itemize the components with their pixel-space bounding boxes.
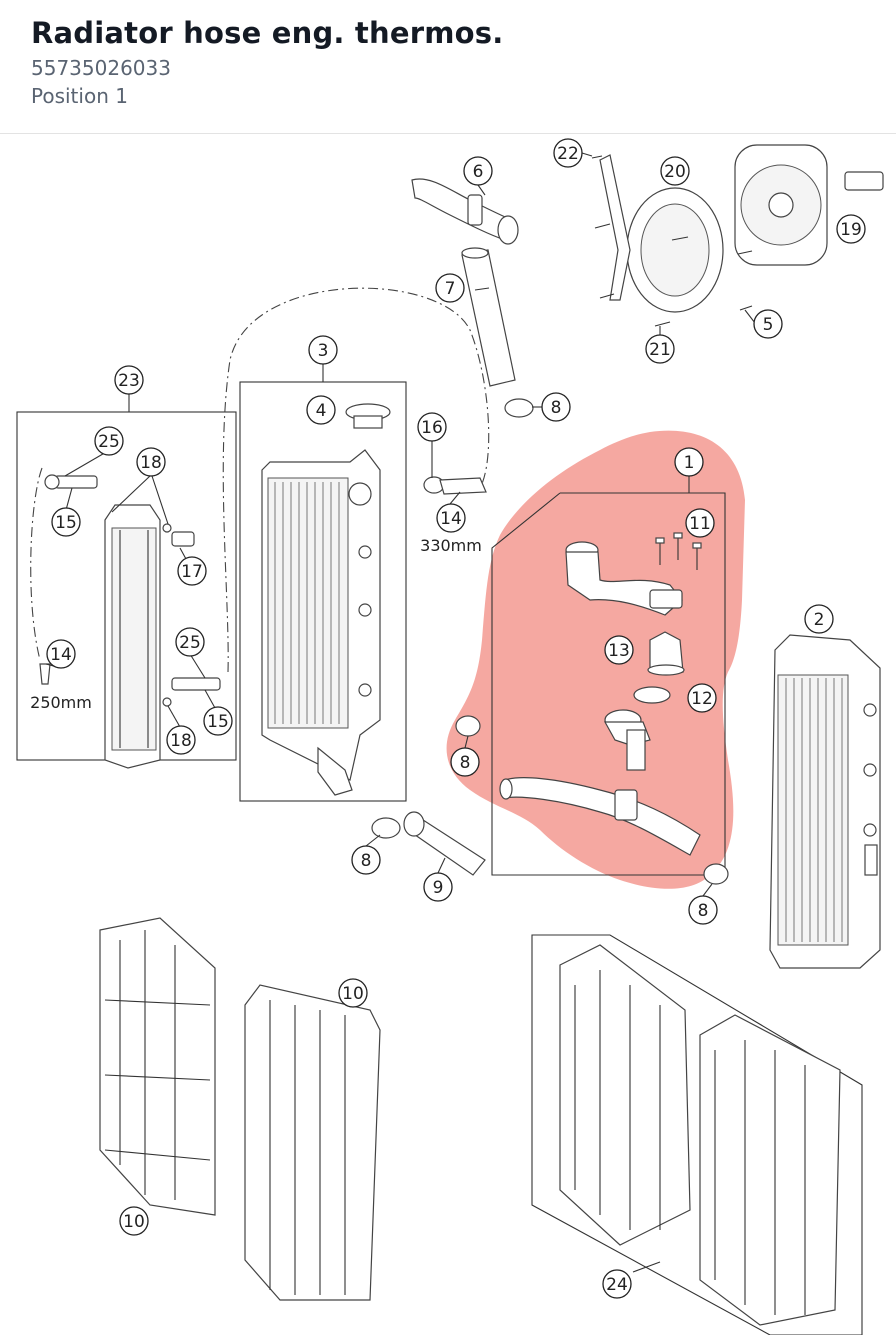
svg-text:10: 10 bbox=[342, 984, 364, 1004]
fan-shroud bbox=[599, 154, 724, 313]
radiator-guard-left bbox=[99, 917, 216, 1216]
callout-11[interactable]: 11 bbox=[685, 508, 715, 538]
hose-upper bbox=[411, 178, 519, 245]
callout-14-right[interactable]: 14 bbox=[436, 503, 466, 533]
group-box-24 bbox=[531, 934, 863, 1335]
callout-13[interactable]: 13 bbox=[604, 635, 634, 665]
callout-8-bottom[interactable]: 8 bbox=[351, 845, 381, 875]
fitting-top bbox=[44, 474, 98, 490]
thermostat-housing-upper bbox=[565, 541, 683, 616]
svg-text:6: 6 bbox=[473, 162, 484, 182]
part-number: 55735026033 bbox=[31, 56, 171, 80]
svg-text:19: 19 bbox=[840, 220, 862, 240]
hose-lower bbox=[499, 777, 701, 856]
callout-10-middle[interactable]: 10 bbox=[338, 978, 368, 1008]
thermostat bbox=[647, 631, 685, 676]
svg-text:9: 9 bbox=[433, 878, 444, 898]
svg-text:13: 13 bbox=[608, 641, 630, 661]
svg-text:14: 14 bbox=[50, 645, 72, 665]
callout-25-bottom[interactable]: 25 bbox=[175, 627, 205, 657]
callout-8-top[interactable]: 8 bbox=[541, 392, 571, 422]
callout-24[interactable]: 24 bbox=[602, 1269, 632, 1299]
callout-10-left[interactable]: 10 bbox=[119, 1206, 149, 1236]
position-label: Position 1 bbox=[31, 84, 128, 108]
callout-2[interactable]: 2 bbox=[804, 604, 834, 634]
radiator-guard-kit bbox=[559, 944, 841, 1326]
pipe bbox=[461, 247, 516, 387]
svg-text:2: 2 bbox=[814, 610, 825, 630]
svg-text:25: 25 bbox=[98, 432, 120, 452]
callout-5[interactable]: 5 bbox=[753, 309, 783, 339]
callout-19[interactable]: 19 bbox=[836, 214, 866, 244]
svg-text:5: 5 bbox=[763, 315, 774, 335]
svg-text:8: 8 bbox=[460, 753, 471, 773]
svg-text:16: 16 bbox=[421, 418, 443, 438]
svg-text:12: 12 bbox=[691, 689, 713, 709]
svg-text:8: 8 bbox=[551, 398, 562, 418]
svg-text:8: 8 bbox=[698, 901, 709, 921]
thermostat-housing-lower bbox=[603, 709, 651, 771]
callout-3[interactable]: 3 bbox=[308, 335, 338, 365]
highlight-region bbox=[446, 430, 745, 889]
callout-8-right[interactable]: 8 bbox=[688, 895, 718, 925]
svg-text:10: 10 bbox=[123, 1212, 145, 1232]
callout-15-top[interactable]: 15 bbox=[51, 507, 81, 537]
svg-text:7: 7 bbox=[445, 279, 456, 299]
callout-8-left[interactable]: 8 bbox=[450, 747, 480, 777]
callout-9[interactable]: 9 bbox=[423, 872, 453, 902]
callout-18-bottom[interactable]: 18 bbox=[166, 725, 196, 755]
radiator-left bbox=[261, 449, 381, 796]
svg-text:17: 17 bbox=[181, 562, 203, 582]
callout-18-top[interactable]: 18 bbox=[136, 447, 166, 477]
group-box-1 bbox=[491, 492, 726, 876]
exploded-parts-diagram: 1 2 3 4 5 6 7 8 8 8 8 9 10 10 11 12 13 1… bbox=[16, 138, 884, 1335]
callout-15-bottom[interactable]: 15 bbox=[203, 706, 233, 736]
svg-text:8: 8 bbox=[361, 851, 372, 871]
callout-12[interactable]: 12 bbox=[687, 683, 717, 713]
svg-text:25: 25 bbox=[179, 633, 201, 653]
callout-20[interactable]: 20 bbox=[660, 156, 690, 186]
callout-6[interactable]: 6 bbox=[463, 156, 493, 186]
page-title: Radiator hose eng. thermos. bbox=[31, 16, 504, 50]
tank-side bbox=[104, 504, 161, 769]
svg-text:22: 22 bbox=[557, 144, 579, 164]
o-ring bbox=[633, 686, 671, 704]
callout-22[interactable]: 22 bbox=[553, 138, 583, 168]
bolts bbox=[655, 532, 702, 570]
cooling-fan bbox=[734, 144, 884, 266]
callout-25-top[interactable]: 25 bbox=[94, 426, 124, 456]
radiator-right bbox=[769, 634, 881, 969]
callout-1[interactable]: 1 bbox=[674, 447, 704, 477]
svg-text:18: 18 bbox=[140, 453, 162, 473]
fitting-bottom bbox=[171, 677, 221, 691]
dimension-330mm: 330mm bbox=[420, 536, 482, 555]
callout-4[interactable]: 4 bbox=[306, 395, 336, 425]
callout-17[interactable]: 17 bbox=[177, 556, 207, 586]
svg-text:21: 21 bbox=[649, 340, 671, 360]
svg-text:11: 11 bbox=[689, 514, 711, 534]
svg-text:15: 15 bbox=[207, 712, 229, 732]
page-header: Radiator hose eng. thermos. 55735026033 … bbox=[0, 0, 896, 134]
radiator-guard-middle bbox=[244, 984, 381, 1301]
svg-text:3: 3 bbox=[318, 341, 329, 361]
callout-23[interactable]: 23 bbox=[114, 365, 144, 395]
short-hose bbox=[403, 811, 486, 876]
callout-7[interactable]: 7 bbox=[435, 273, 465, 303]
svg-text:20: 20 bbox=[664, 162, 686, 182]
callout-16[interactable]: 16 bbox=[417, 412, 447, 442]
svg-text:15: 15 bbox=[55, 513, 77, 533]
svg-text:24: 24 bbox=[606, 1275, 628, 1295]
svg-text:14: 14 bbox=[440, 509, 462, 529]
radiator-cap bbox=[345, 403, 391, 429]
callout-14-left[interactable]: 14 bbox=[46, 639, 76, 669]
dimension-250mm: 250mm bbox=[30, 693, 92, 712]
svg-text:1: 1 bbox=[684, 453, 695, 473]
callout-21[interactable]: 21 bbox=[645, 334, 675, 364]
svg-text:23: 23 bbox=[118, 371, 140, 391]
svg-text:4: 4 bbox=[316, 401, 327, 421]
svg-text:18: 18 bbox=[170, 731, 192, 751]
